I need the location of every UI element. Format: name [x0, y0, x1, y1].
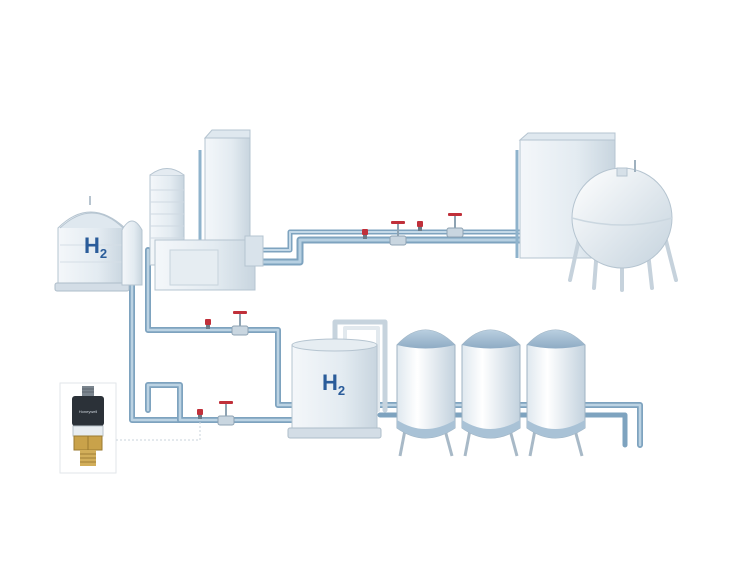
- pressure-sensor-icon: [205, 319, 211, 329]
- pressure-sensor-icon: [197, 409, 203, 419]
- tank-left-subscript: 2: [100, 246, 107, 261]
- valve-icon: [231, 311, 249, 336]
- pipe-loop-top: [332, 319, 388, 413]
- tank-left-label: H2: [84, 233, 107, 261]
- sensor-inset: Honeywell: [59, 382, 201, 474]
- production-facility: [149, 129, 264, 291]
- pressure-sensor-icon: [417, 221, 423, 231]
- tank-center-label: H2: [322, 370, 345, 398]
- pipe-upper-main: [251, 236, 524, 266]
- storage-tank-small: [121, 220, 143, 286]
- valve-icon: [446, 213, 464, 238]
- valves: [217, 213, 464, 426]
- cylinder-tank-1: [396, 329, 456, 457]
- tank-center-subscript: 2: [338, 383, 345, 398]
- cylinder-tank-2: [461, 329, 521, 457]
- cylinder-tank-3: [526, 329, 586, 457]
- spherical-tank: [568, 160, 678, 292]
- cylinder-tanks: [396, 329, 586, 457]
- storage-tank-left: H2: [54, 196, 130, 292]
- pipe-left-vertical: [129, 282, 203, 423]
- pressure-sensor-icon: [362, 229, 368, 239]
- pressure-sensor-markers: [197, 221, 423, 419]
- storage-tank-center: H2: [287, 338, 382, 439]
- valve-icon: [389, 221, 407, 246]
- sensor-brand-label: Honeywell: [79, 409, 98, 414]
- valve-icon: [217, 401, 235, 426]
